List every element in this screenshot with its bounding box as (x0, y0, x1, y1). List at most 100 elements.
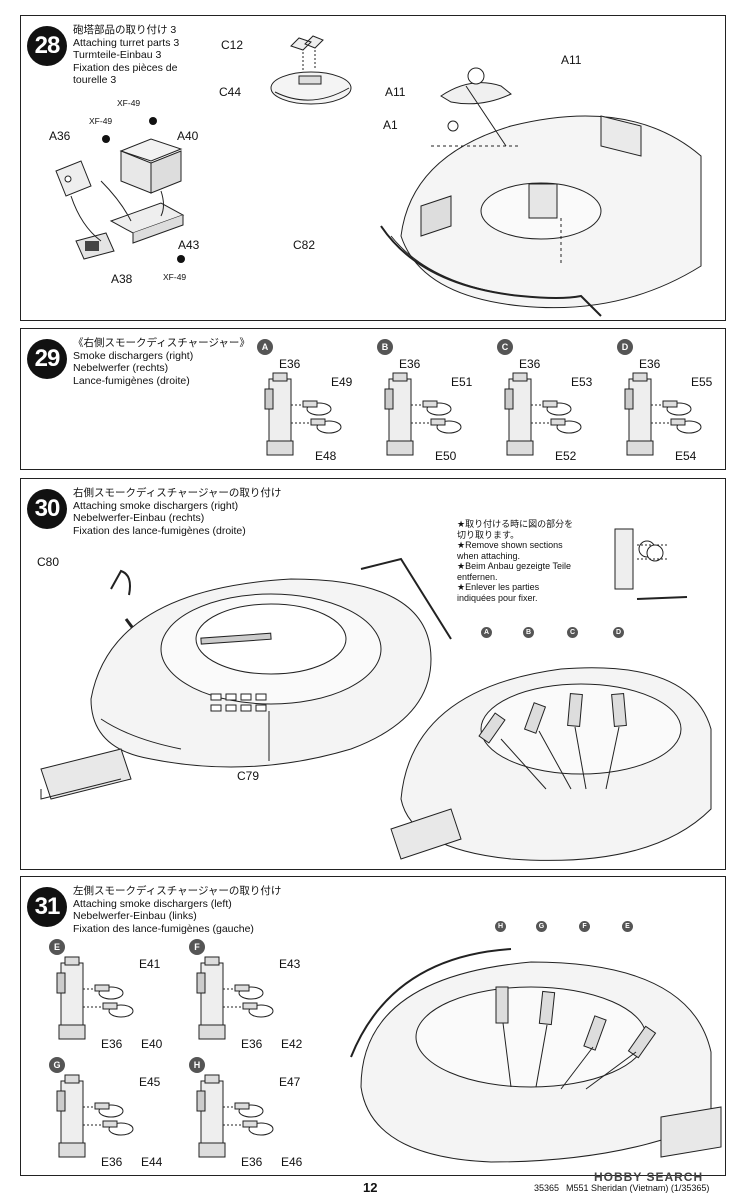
label-xf49-left: XF-49 (89, 116, 113, 126)
hatch-part-drawing (270, 35, 352, 105)
group-badge: G (49, 1057, 65, 1073)
title-fr: Lance-fumigènes (droite) (73, 374, 190, 387)
title-en: Smoke dischargers (right) (73, 349, 194, 362)
page-number: 12 (363, 1180, 378, 1195)
discharger-drawing (504, 372, 582, 456)
discharger-drawing (56, 956, 134, 1040)
label-top: E45 (139, 1075, 161, 1089)
label-mid: E49 (331, 375, 353, 389)
label-a40: A40 (177, 129, 199, 143)
label-c44: C44 (219, 85, 242, 99)
discharger-drawing (264, 372, 342, 456)
title-en: Attaching turret parts 3 (73, 36, 180, 49)
title-de: Nebelwerfer (rechts) (73, 362, 169, 374)
note-line-2: 切り取ります。 (457, 529, 520, 540)
title-jp: 左側スモークディスチャージャーの取り付け (73, 885, 282, 897)
step-28-number: 28 (27, 26, 67, 66)
turret-drawing-30-left (40, 557, 452, 800)
badge-b: B (523, 627, 534, 638)
turret-drawing-30-right (390, 667, 712, 861)
label-base: E36 (241, 1037, 263, 1051)
label-top: E36 (399, 357, 421, 371)
label-c80: C80 (37, 555, 60, 569)
group-badge: F (189, 939, 205, 955)
note-line-4: when attaching. (457, 550, 521, 561)
group-badge: C (497, 339, 513, 355)
discharger-drawing (384, 372, 462, 456)
title-fr: Fixation des lance-fumigènes (gauche) (73, 922, 254, 935)
label-bottom: E52 (555, 449, 577, 463)
badge-f: F (579, 921, 590, 932)
discharger-drawing (624, 372, 702, 456)
group-badge: B (377, 339, 393, 355)
group-badge: D (617, 339, 633, 355)
title-en: Attaching smoke dischargers (left) (73, 897, 232, 910)
step-31-number: 31 (27, 887, 67, 927)
note-line-6: entfernen. (457, 571, 498, 582)
step-29-title: 《右側スモークディスチャージャー》 Smoke dischargers (rig… (73, 337, 250, 387)
label-c82: C82 (293, 238, 316, 252)
footer-code: 35365 (534, 1183, 560, 1193)
label-c79: C79 (237, 769, 260, 783)
step-30-title: 右側スモークディスチャージャーの取り付け Attaching smoke dis… (73, 487, 281, 537)
badge-g: G (536, 921, 547, 932)
label-top: E36 (279, 357, 301, 371)
label-bottom: E48 (315, 449, 337, 463)
title-jp: 《右側スモークディスチャージャー》 (73, 337, 250, 349)
label-bottom: E46 (281, 1155, 303, 1169)
label-c12: C12 (221, 38, 244, 52)
badge-d: D (613, 627, 624, 638)
badge-h: H (495, 921, 506, 932)
label-bottom: E54 (675, 449, 697, 463)
label-base: E36 (101, 1155, 123, 1169)
label-bottom: E44 (141, 1155, 163, 1169)
step-30-panel: 30 右側スモークディスチャージャーの取り付け Attaching smoke … (20, 478, 726, 870)
label-bottom: E42 (281, 1037, 303, 1051)
label-base: E36 (101, 1037, 123, 1051)
label-mid: E55 (691, 375, 713, 389)
step-29-panel: 29 《右側スモークディスチャージャー》 Smoke dischargers (… (20, 328, 726, 470)
discharger-drawing (196, 956, 274, 1040)
badge-a: A (481, 627, 492, 638)
removal-illustration (614, 528, 688, 600)
step-29-number: 29 (27, 339, 67, 379)
bracket-assembly-drawing (55, 117, 185, 263)
step-28-title: 砲塔部品の取り付け 3 Attaching turret parts 3 Tur… (73, 24, 179, 87)
label-a11-left: A11 (385, 85, 406, 99)
title-fr-2: tourelle 3 (73, 74, 117, 86)
badge-e: E (622, 921, 633, 932)
label-top: E36 (639, 357, 661, 371)
label-base: E36 (241, 1155, 263, 1169)
label-a1: A1 (383, 118, 398, 132)
label-top: E43 (279, 957, 301, 971)
label-top: E36 (519, 357, 541, 371)
label-mid: E51 (451, 375, 473, 389)
footer-model: M551 Sheridan (Vietnam) (1/35365) (566, 1183, 710, 1193)
step-28-panel: 28 砲塔部品の取り付け 3 Attaching turret parts 3 … (20, 15, 726, 321)
label-xf49-top: XF-49 (117, 98, 141, 108)
title-fr: Fixation des lance-fumigènes (droite) (73, 524, 246, 537)
label-bottom: E40 (141, 1037, 163, 1051)
removal-note: ★取り付ける時に図の部分を 切り取ります。 ★Remove shown sect… (457, 519, 627, 603)
note-line-1: ★取り付ける時に図の部分を (457, 519, 574, 529)
group-badge: E (49, 939, 65, 955)
step-31-panel: 31 左側スモークディスチャージャーの取り付け Attaching smoke … (20, 876, 726, 1176)
title-de: Nebelwerfer-Einbau (links) (73, 910, 197, 922)
group-badge: H (189, 1057, 205, 1073)
label-a36: A36 (49, 129, 71, 143)
note-line-8: indiquées pour fixer. (457, 592, 538, 603)
step-30-number: 30 (27, 489, 67, 529)
label-top: E41 (139, 957, 161, 971)
title-en: Attaching smoke dischargers (right) (73, 499, 239, 512)
label-a43: A43 (178, 238, 200, 252)
turret-drawing-28 (380, 67, 702, 317)
label-mid: E53 (571, 375, 593, 389)
label-a11-right: A11 (561, 53, 582, 67)
